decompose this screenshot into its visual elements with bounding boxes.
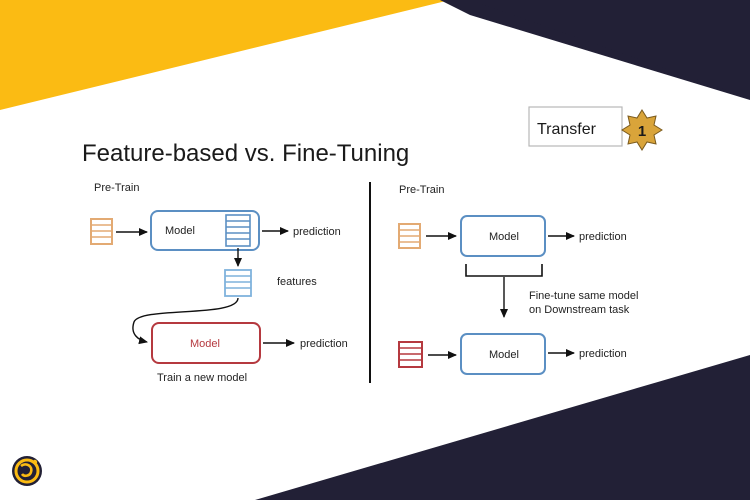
new-prediction-label: prediction (300, 338, 348, 350)
navy-bottom-band (255, 355, 750, 500)
left-model-label: Model (165, 225, 195, 237)
slide-title: Feature-based vs. Fine-Tuning (82, 140, 409, 167)
navy-top-band-tail (470, 0, 750, 98)
downstream-model-label: Model (489, 349, 519, 361)
left-prediction-label: prediction (293, 226, 341, 238)
downstream-prediction-label: prediction (579, 348, 627, 360)
transfer-badge: Transfer 1 (528, 106, 663, 151)
right-model-label: Model (489, 231, 519, 243)
star-badge-icon (621, 109, 663, 151)
badge-number: 1 (638, 123, 646, 140)
finetune-bracket (465, 264, 543, 277)
right-model-box (460, 215, 546, 257)
yellow-corner-band (0, 0, 450, 110)
features-label: features (277, 276, 317, 288)
finetune-caption-line1: Fine-tune same model (529, 290, 638, 302)
new-model-label: Model (190, 338, 220, 350)
right-prediction-label: prediction (579, 231, 627, 243)
site-logo-icon[interactable] (12, 456, 42, 486)
downstream-model-box (460, 333, 546, 375)
new-model-box (151, 322, 261, 364)
features-stack-icon (224, 269, 252, 297)
downstream-input-stack-icon (398, 341, 423, 368)
right-input-stack-icon (398, 223, 421, 249)
left-pretrain-label: Pre-Train (94, 182, 139, 194)
finetune-caption-line2: on Downstream task (529, 304, 630, 316)
right-pretrain-label: Pre-Train (399, 184, 444, 196)
left-model-inner-stack-icon (225, 214, 251, 247)
train-new-model-caption: Train a new model (157, 372, 247, 384)
left-input-stack-icon (90, 218, 113, 245)
features-curve-connector (132, 297, 239, 345)
transfer-badge-label: Transfer (537, 121, 597, 138)
